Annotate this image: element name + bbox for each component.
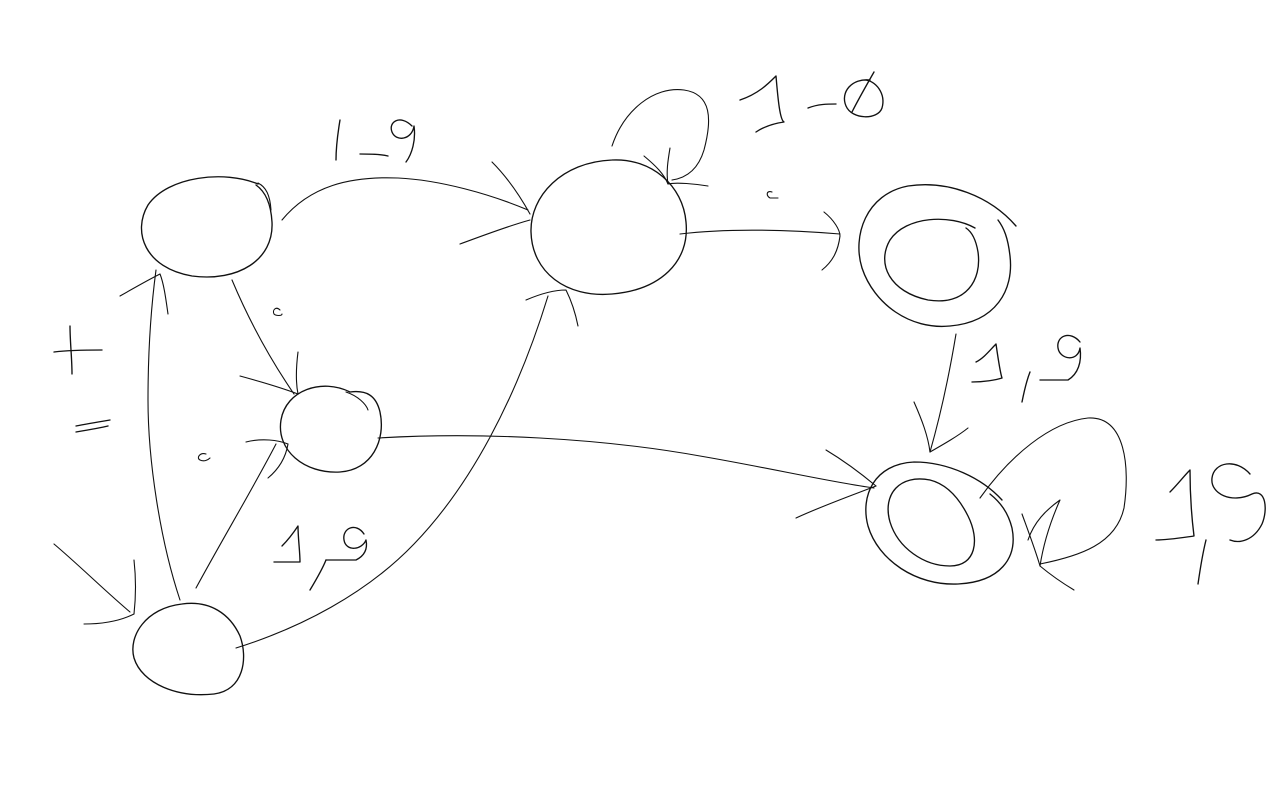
label-epsilon-b <box>197 453 211 462</box>
state-top-left[interactable] <box>140 176 273 278</box>
state-top-right-accepting[interactable] <box>858 184 1017 328</box>
label-1-9-far-right <box>1155 463 1266 585</box>
edge-topright-to-bottomright <box>913 333 969 453</box>
edge-middle-to-bottomright <box>377 435 877 519</box>
label-plus <box>53 325 103 375</box>
label-1-9-loop <box>739 71 884 133</box>
edge-topleft-to-middle <box>231 279 299 395</box>
state-middle[interactable] <box>279 385 382 473</box>
edge-bottomleft-to-middle <box>195 439 289 589</box>
edge-topcenter-to-topright <box>679 211 841 271</box>
label-epsilon-top <box>766 191 779 199</box>
edge-topleft-to-topcenter <box>281 161 531 245</box>
label-1-9-top <box>335 119 416 163</box>
edge-bottomleft-to-topleft <box>119 269 181 601</box>
state-bottom-right-accepting[interactable] <box>865 461 1014 585</box>
edge-loop-topcenter <box>611 89 710 187</box>
start-arrow <box>53 543 137 625</box>
state-bottom-left[interactable] <box>132 602 245 696</box>
label-epsilon-a <box>272 307 283 317</box>
state-top-center[interactable] <box>530 159 687 296</box>
label-minus <box>75 419 111 433</box>
edge-loop-bottomright <box>979 417 1127 591</box>
label-1-9-bottom <box>273 525 368 591</box>
edge-bottomleft-to-topcenter <box>235 289 579 649</box>
label-1-9-right <box>971 334 1082 403</box>
